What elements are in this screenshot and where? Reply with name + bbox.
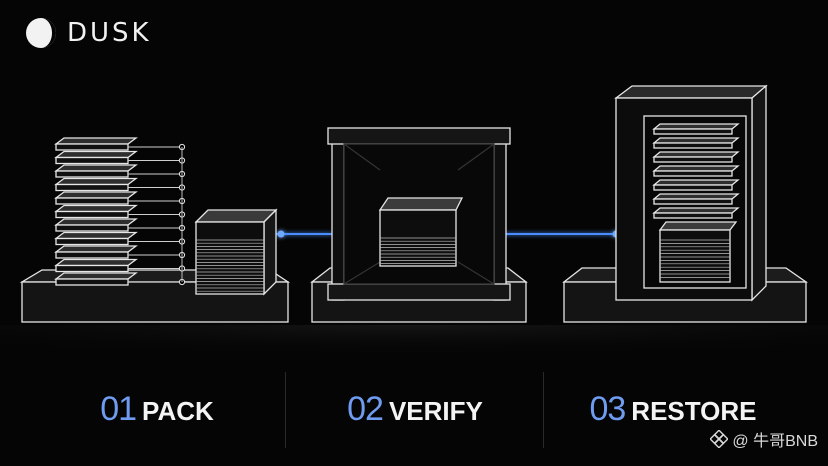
step-divider [285, 372, 286, 448]
shelf-plate [652, 179, 740, 191]
verify-station [310, 127, 528, 323]
restore-station [562, 84, 809, 323]
watermark-text: @ 牛哥BNB [732, 433, 818, 450]
sheet-connectors [128, 143, 186, 286]
shelf-plate [652, 123, 740, 135]
watermark: @ 牛哥BNB [710, 427, 818, 451]
layer-sheet [54, 164, 138, 178]
layer-sheet [54, 137, 138, 151]
layer-sheet [54, 191, 138, 205]
layer-sheet [54, 218, 138, 232]
layer-sheet [54, 245, 138, 259]
binance-diamond-icon [710, 430, 729, 448]
verify-block [378, 197, 464, 267]
layer-sheet [54, 231, 138, 246]
step-divider [543, 372, 544, 448]
layer-sheet [54, 272, 138, 286]
shelf-plate [652, 165, 740, 177]
shelf-plate [652, 193, 740, 205]
shelf-plate [652, 151, 740, 163]
pack-station [19, 137, 291, 323]
step-label: PACK [142, 396, 214, 426]
layer-sheet [54, 204, 138, 219]
layer-sheet [54, 258, 138, 273]
dusk-moon-logo-icon [26, 18, 56, 48]
restore-shelves [652, 123, 740, 219]
layer-sheet-stack [54, 137, 138, 286]
layer-sheet [54, 177, 138, 192]
step-number: 01 [100, 390, 137, 428]
step-number: 02 [347, 390, 384, 428]
brand-logo: DUSK [25, 16, 152, 50]
shelf-plate [652, 137, 740, 149]
step-label: RESTORE [631, 396, 757, 426]
shelf-plate [652, 207, 740, 219]
step-label: VERIFY [388, 396, 483, 426]
packed-cube [194, 208, 278, 296]
layer-sheet [54, 150, 138, 165]
brand-name: DUSK [67, 18, 152, 48]
floor-shadow [0, 325, 828, 365]
restored-block [658, 221, 738, 283]
step-number: 03 [589, 390, 626, 428]
